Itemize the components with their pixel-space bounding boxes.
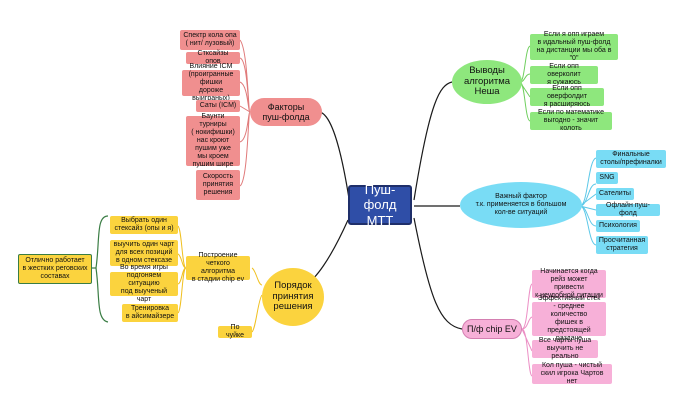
link-root-nash xyxy=(413,81,453,201)
decision-build[interactable]: Построение четкого алгоритма в стадии ch… xyxy=(186,252,250,283)
link-decision-build xyxy=(251,267,263,286)
factor-use-5[interactable]: Психология xyxy=(596,220,640,232)
chipev-topic[interactable]: П/ф chip EV xyxy=(462,319,522,339)
factors-topic[interactable]: Факторы пуш-фолда xyxy=(250,98,322,126)
chipev-item-4[interactable]: Кол пуша - чистый скил игрока Чартов нет xyxy=(532,362,612,385)
decision-gut[interactable]: По чуйке xyxy=(218,324,252,339)
link-root-chipev xyxy=(413,217,463,330)
decision-step-3[interactable]: Во время игры подгоняем ситуацию под выу… xyxy=(110,264,178,303)
factor-item-4[interactable]: Саты (ICM) xyxy=(196,100,240,112)
factor-use-3[interactable]: Сателиты xyxy=(596,188,634,200)
decision-step-4[interactable]: Тренировка в айсимайзере xyxy=(122,304,178,322)
chipev-item-3[interactable]: Все чарты пуша выучить не реально xyxy=(532,337,598,360)
link-nash-items xyxy=(519,45,531,122)
decision-step-1[interactable]: Выбрать один стексайз (опы и я) xyxy=(110,216,178,234)
link-decision-gut xyxy=(251,294,263,333)
root-topic[interactable]: Пуш-фолд МТТ xyxy=(348,182,412,228)
nash-item-3[interactable]: Если опп оверфолдит я расширяюсь xyxy=(530,85,604,108)
factor-item-6[interactable]: Скорость принятия решения xyxy=(196,170,240,200)
factor-item-5[interactable]: Баунти турниры ( нокифишки) нас кроют пу… xyxy=(186,113,240,168)
factor-use-6[interactable]: Просчитанная стратегия xyxy=(596,236,648,254)
link-chipev-items xyxy=(521,283,533,377)
factor-topic[interactable]: Важный фактор т.к. применяется в большом… xyxy=(460,182,582,228)
decision-note[interactable]: Отлично работает в жестких реговских сос… xyxy=(18,254,92,284)
decision-topic[interactable]: Порядок принятия решения xyxy=(262,268,324,326)
factor-use-1[interactable]: Финальные столы/префиналки xyxy=(596,150,666,168)
factor-item-3[interactable]: Влияние ICM (проигранные фишки дороже вы… xyxy=(182,63,240,102)
link-root-factors xyxy=(319,111,351,206)
chipev-item-2[interactable]: Эффективный стек - среднее количество фи… xyxy=(532,295,606,342)
nash-item-4[interactable]: Если по математике выгодно - значит коло… xyxy=(530,109,612,132)
link-factor-items xyxy=(579,157,597,246)
nash-topic[interactable]: Выводы алгоритма Неша xyxy=(452,60,522,104)
nash-item-1[interactable]: Если я опп играем в идальный пуш-фолд на… xyxy=(530,31,618,62)
factor-use-2[interactable]: SNG xyxy=(596,172,618,184)
link-factors-items xyxy=(239,39,251,187)
decision-brace xyxy=(95,215,109,323)
chipev-item-1[interactable]: Начинается когда рейз может привести к н… xyxy=(532,268,606,299)
decision-step-2[interactable]: выучить один чарт для всех позиций в одн… xyxy=(110,240,178,266)
factor-item-2[interactable]: Стксайзы опов xyxy=(186,50,240,65)
link-build-items xyxy=(177,225,187,314)
factor-use-4[interactable]: Офлайн пуш-фолд xyxy=(596,202,660,217)
factor-item-1[interactable]: Спектр кола опа ( нит/ лузовый) xyxy=(180,30,240,50)
nash-item-2[interactable]: Если опп оверколит я сужаюсь xyxy=(530,63,598,86)
